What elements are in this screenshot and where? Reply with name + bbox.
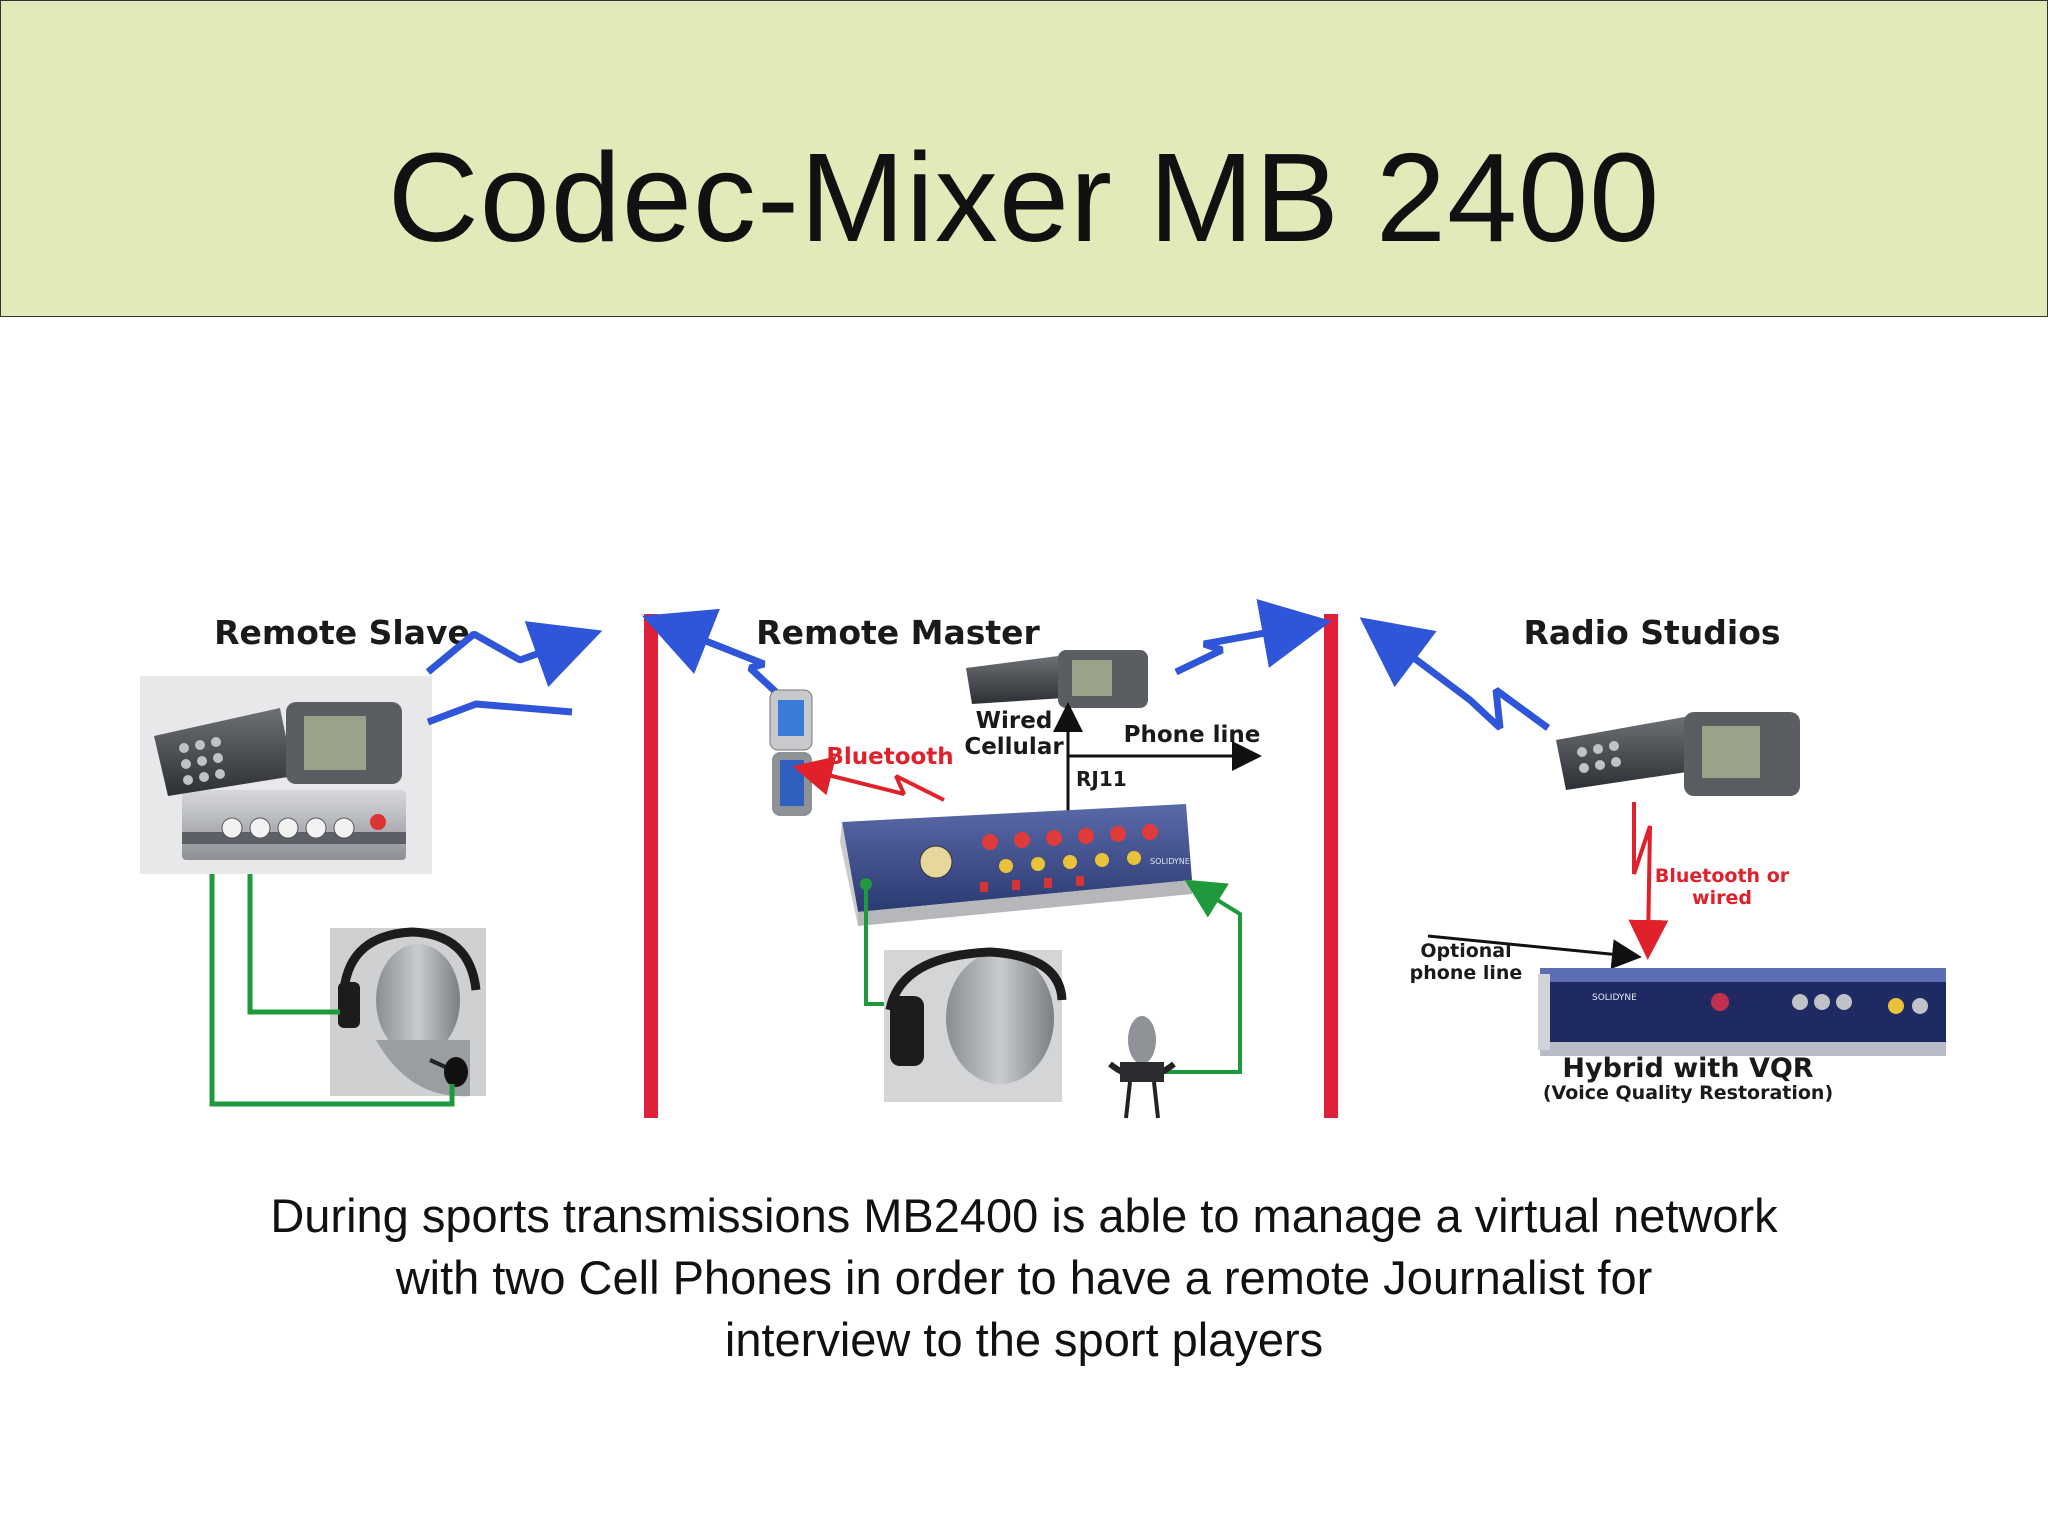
caption: During sports transmissions MB2400 is ab…	[0, 1185, 2048, 1371]
label-optional: Optional	[1420, 940, 1511, 962]
caption-line-2: with two Cell Phones in order to have a …	[395, 1251, 1653, 1304]
wireless-link-studio	[1359, 617, 1551, 731]
divider-left	[644, 614, 658, 1118]
wireless-link-slave	[425, 621, 603, 688]
wired-cellular-phone-photo	[966, 650, 1148, 708]
label-wired-red: wired	[1692, 887, 1752, 909]
wireless-link-master-right	[1174, 598, 1332, 676]
mixer-brand: SOLIDYNE	[1150, 857, 1190, 866]
section-title-radio-studios: Radio Studios	[1523, 613, 1780, 652]
bluetooth-link	[792, 756, 945, 802]
label-bluetooth: Bluetooth	[826, 744, 953, 770]
label-bluetooth-or: Bluetooth or	[1655, 865, 1790, 887]
cable-slave-microphone	[209, 874, 455, 1107]
optional-phone-line-arrow	[1427, 934, 1642, 970]
bluetooth-or-wired-link	[1628, 802, 1669, 960]
title-band	[0, 0, 2048, 317]
divider-right	[1324, 614, 1338, 1118]
wireless-link-slave-lower	[426, 700, 573, 726]
wireless-link-master-left	[641, 608, 781, 697]
section-title-remote-master: Remote Master	[756, 613, 1040, 652]
cable-slave-headphones	[247, 874, 340, 1015]
caption-line-3: interview to the sport players	[724, 1313, 1324, 1366]
hybrid-brand: SOLIDYNE	[1592, 993, 1637, 1003]
hybrid-title: Hybrid with VQR	[1562, 1053, 1813, 1084]
label-phone-line-optional: phone line	[1410, 962, 1523, 984]
remote-slave-device-photo	[140, 676, 432, 874]
section-title-remote-slave: Remote Slave	[214, 613, 470, 652]
remote-slave-headset-photo	[330, 927, 486, 1097]
bluetooth-phone-photo	[769, 689, 813, 816]
caption-line-1: During sports transmissions MB2400 is ab…	[270, 1189, 1778, 1242]
label-cellular: Cellular	[964, 734, 1064, 760]
cable-master-jack	[860, 878, 872, 890]
studio-microphone-photo	[1108, 1016, 1176, 1119]
studio-phone-photo	[1556, 712, 1800, 796]
label-rj11: RJ11	[1076, 767, 1127, 791]
cable-master-microphone	[1160, 879, 1242, 1074]
label-phone-line: Phone line	[1124, 722, 1261, 748]
hybrid-vqr-device-photo: SOLIDYNE	[1538, 968, 1946, 1056]
slide-title: Codec-Mixer MB 2400	[387, 127, 1661, 268]
label-wired: Wired	[976, 708, 1053, 734]
hybrid-subtitle: (Voice Quality Restoration)	[1543, 1082, 1833, 1104]
remote-master-headset-photo	[884, 947, 1067, 1102]
mb2400-mixer-photo: SOLIDYNE	[840, 804, 1192, 926]
